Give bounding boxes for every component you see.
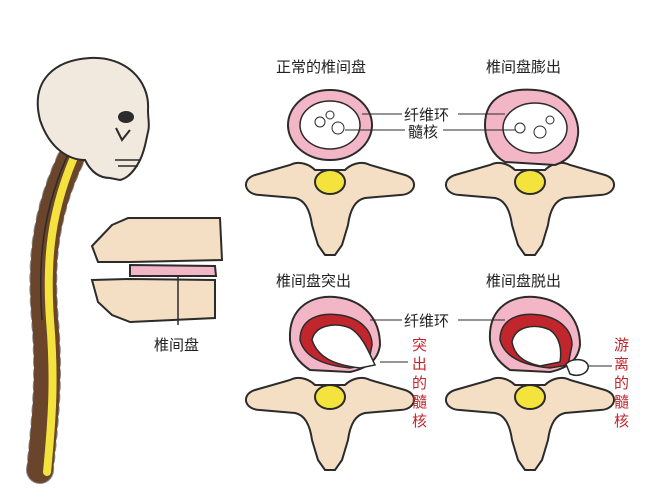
panel-protrusion-disc — [244, 295, 416, 471]
svg-text:离: 离 — [614, 355, 629, 373]
spinal-cord — [43, 144, 82, 476]
panel-bulge-disc — [444, 88, 616, 256]
svg-text:的: 的 — [614, 374, 629, 392]
panel-extrusion-disc — [444, 295, 616, 471]
panel-normal-title: 正常的椎间盘 — [276, 58, 366, 76]
nucleus-label: 髓核 — [408, 123, 438, 141]
skull — [36, 56, 150, 182]
svg-text:核: 核 — [614, 412, 629, 430]
svg-text:突: 突 — [412, 336, 427, 354]
skeleton-illustration — [26, 56, 150, 484]
panel-extrusion-title: 椎间盘脱出 — [486, 272, 561, 290]
svg-text:髓: 髓 — [614, 393, 629, 411]
disc-side — [129, 263, 218, 277]
annulus-label-bottom: 纤维环 — [404, 312, 449, 330]
svg-text:髓: 髓 — [412, 393, 427, 411]
svg-text:出: 出 — [412, 355, 427, 373]
svg-text:游: 游 — [614, 336, 629, 354]
free-nucleus-label: 游 离 的 髓 核 — [614, 336, 629, 430]
vertebrae-side-view — [90, 217, 224, 325]
svg-text:核: 核 — [412, 412, 427, 430]
panel-normal-disc — [244, 89, 416, 256]
disc-label: 椎间盘 — [154, 336, 199, 354]
protruded-nucleus-label: 突 出 的 髓 核 — [412, 336, 427, 430]
annulus-label-top: 纤维环 — [404, 106, 449, 124]
panel-bulge-title: 椎间盘膨出 — [486, 58, 561, 76]
panel-protrusion-title: 椎间盘突出 — [276, 272, 351, 290]
free-fragment — [565, 358, 589, 377]
svg-text:的: 的 — [412, 374, 427, 392]
